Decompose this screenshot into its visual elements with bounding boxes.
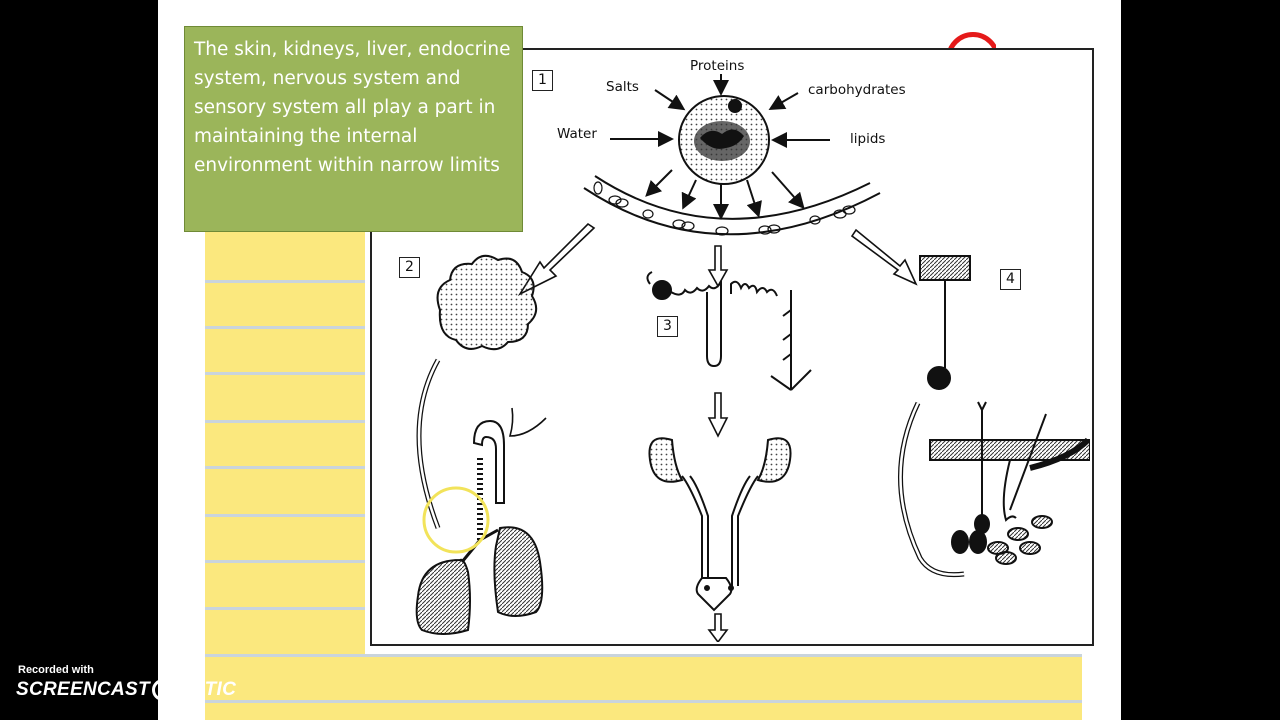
panel-number-2: 2 xyxy=(399,257,420,278)
ruled-line xyxy=(205,280,365,283)
ruled-line xyxy=(205,466,365,469)
inflow-arrows xyxy=(610,74,830,148)
ruled-line xyxy=(205,514,365,517)
callout-text: The skin, kidneys, liver, endocrine syst… xyxy=(194,39,511,176)
outflow-arrows xyxy=(645,169,805,220)
kidneys-illustration xyxy=(648,437,792,612)
ruled-line xyxy=(205,420,365,423)
ruled-line xyxy=(205,700,1082,703)
blood-vessel xyxy=(583,175,881,236)
watermark-brand-left: SCREENCAST xyxy=(16,679,150,700)
label-proteins: Proteins xyxy=(690,58,745,74)
ruled-line xyxy=(205,372,365,375)
ruled-line xyxy=(205,654,1082,657)
label-carbohydrates: carbohydrates xyxy=(808,82,906,98)
watermark-brand: SCREENCAST MATIC xyxy=(16,679,236,701)
panel-number-3: 3 xyxy=(657,316,678,337)
label-lipids: lipids xyxy=(850,131,886,147)
body-cell xyxy=(678,95,770,185)
skin-illustration xyxy=(898,255,1090,578)
label-water: Water xyxy=(557,126,597,142)
nephron-illustration xyxy=(646,271,812,391)
panel-number-4: 4 xyxy=(1000,269,1021,290)
callout-box: The skin, kidneys, liver, endocrine syst… xyxy=(184,26,523,232)
ruled-line xyxy=(205,560,365,563)
notebook-paper-left xyxy=(205,218,365,658)
liver-illustration xyxy=(436,254,538,351)
panel-number-1: 1 xyxy=(532,70,553,91)
ruled-line xyxy=(205,607,365,610)
watermark-brand-right: MATIC xyxy=(175,679,237,700)
record-dot-icon xyxy=(151,679,174,701)
ruled-line xyxy=(205,326,365,329)
notebook-paper-bottom xyxy=(205,655,1082,720)
red-circle-mark xyxy=(944,30,996,54)
label-salts: Salts xyxy=(606,79,639,95)
homeostasis-diagram xyxy=(415,74,1090,642)
highlight-circle xyxy=(422,486,490,554)
watermark-recorded-with: Recorded with xyxy=(18,664,94,676)
screencast-watermark: Recorded with SCREENCAST MATIC xyxy=(16,664,236,701)
